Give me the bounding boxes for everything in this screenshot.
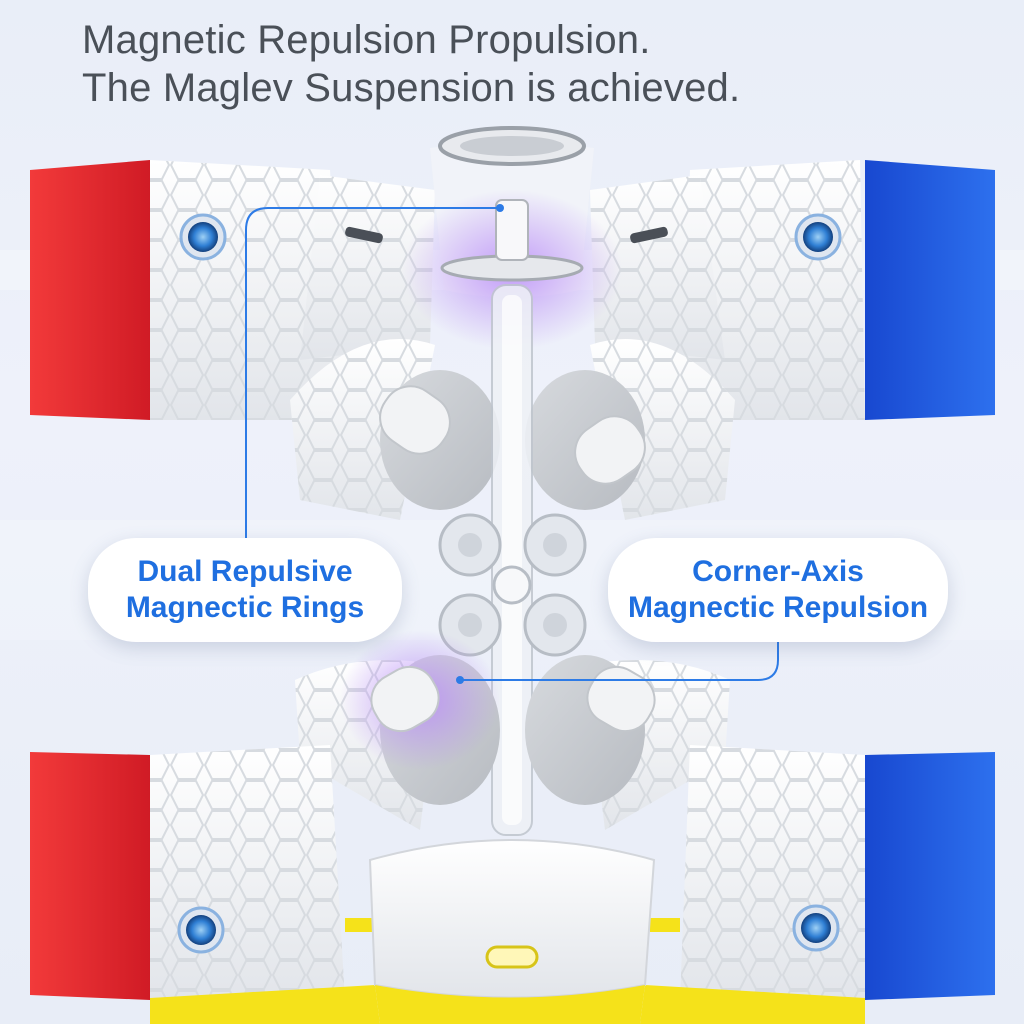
magnet-icon bbox=[803, 222, 833, 252]
callout-dual-repulsive-rings: Dual Repulsive Magnectic Rings bbox=[88, 538, 402, 642]
headline-line-1: Magnetic Repulsion Propulsion. bbox=[82, 18, 651, 62]
corner-piece-top-left bbox=[30, 160, 345, 420]
transparent-core bbox=[438, 284, 587, 836]
adjust-slot bbox=[485, 945, 539, 969]
magnet-icon bbox=[186, 915, 216, 945]
leader-line-dot bbox=[496, 204, 504, 212]
corner-piece-bottom-left bbox=[30, 745, 345, 1000]
center-cap-top bbox=[402, 126, 622, 350]
center-cap-bottom bbox=[368, 839, 656, 1024]
magnet-icon bbox=[188, 222, 218, 252]
headline: Magnetic Repulsion Propulsion. The Magle… bbox=[82, 16, 982, 112]
leader-line-right bbox=[460, 642, 779, 681]
yellow-sticker bbox=[650, 918, 680, 932]
slot-mark bbox=[630, 226, 668, 244]
blue-sticker bbox=[865, 160, 995, 420]
leader-line-left bbox=[245, 207, 500, 538]
yellow-sticker bbox=[150, 985, 380, 1024]
callout-corner-axis-repulsion: Corner-Axis Magnectic Repulsion bbox=[608, 538, 948, 642]
callout-right-line-2: Magnectic Repulsion bbox=[627, 591, 929, 624]
headline-line-2: The Maglev Suspension is achieved. bbox=[82, 66, 741, 110]
callout-left-line-2: Magnectic Rings bbox=[125, 591, 365, 624]
red-sticker bbox=[30, 752, 150, 1000]
yellow-sticker bbox=[345, 918, 375, 932]
leader-line-dot bbox=[456, 676, 464, 684]
magnet-icon bbox=[801, 913, 831, 943]
blue-sticker bbox=[865, 752, 995, 1000]
yellow-sticker bbox=[640, 985, 865, 1024]
callout-right-line-1: Corner-Axis bbox=[692, 555, 864, 588]
red-sticker bbox=[30, 160, 150, 420]
corner-piece-bottom-right bbox=[680, 745, 995, 1000]
slot-mark bbox=[345, 226, 383, 244]
corner-piece-top-right bbox=[680, 160, 995, 420]
callout-left-line-1: Dual Repulsive bbox=[137, 555, 353, 588]
